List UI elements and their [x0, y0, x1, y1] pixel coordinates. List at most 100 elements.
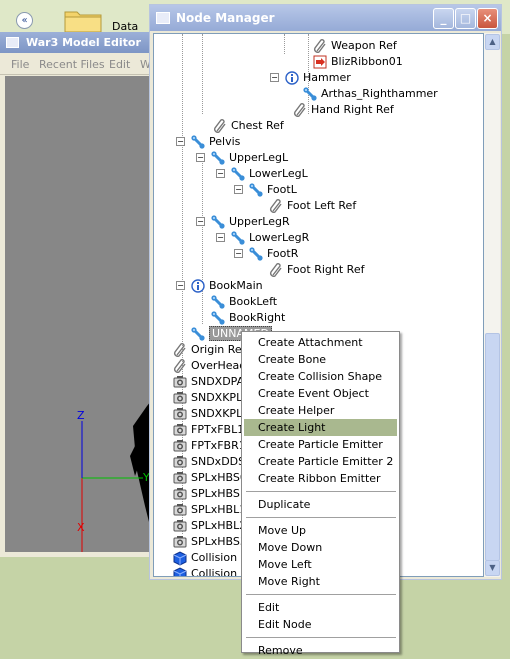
- menu-separator: [246, 517, 396, 518]
- collapse-toggle[interactable]: −: [176, 137, 185, 146]
- tree-line: [284, 34, 285, 54]
- tree-node[interactable]: Collision S: [154, 550, 483, 566]
- attachment-icon: [212, 118, 228, 134]
- tree-node[interactable]: SNDXKPL1: [154, 390, 483, 406]
- tree-node[interactable]: BookLeft: [154, 294, 483, 310]
- tree-node[interactable]: SNDXKPL2: [154, 406, 483, 422]
- attachment-icon: [292, 102, 308, 118]
- tree-node[interactable]: Weapon Ref: [154, 38, 483, 54]
- bone-icon: [190, 134, 206, 150]
- tree-node[interactable]: −BookMain: [154, 278, 483, 294]
- minimize-button[interactable]: _: [433, 8, 454, 29]
- tree-node[interactable]: SPLxHBL2: [154, 518, 483, 534]
- tree-node[interactable]: SPLxHBS0: [154, 470, 483, 486]
- tree-node[interactable]: SPLxHBS3: [154, 534, 483, 550]
- tree-node[interactable]: SNDXDPA: [154, 374, 483, 390]
- collapse-toggle[interactable]: −: [270, 73, 279, 82]
- bone-icon: [302, 86, 318, 102]
- node-manager-titlebar[interactable]: Node Manager _ □ ×: [150, 5, 501, 31]
- vertical-scrollbar[interactable]: ▲ ▼: [484, 33, 500, 577]
- tree-node[interactable]: Hand Right Ref: [154, 102, 483, 118]
- tree-node[interactable]: −Hammer: [154, 70, 483, 86]
- tree-node[interactable]: −FootL: [154, 182, 483, 198]
- tree-line: [202, 34, 203, 114]
- scroll-down-button[interactable]: ▼: [485, 560, 500, 576]
- collapse-toggle[interactable]: −: [196, 217, 205, 226]
- close-button[interactable]: ×: [477, 8, 498, 29]
- menu-item-create-light[interactable]: Create Light: [244, 419, 397, 436]
- tree-node[interactable]: Collision S: [154, 566, 483, 576]
- collapse-toggle[interactable]: −: [176, 281, 185, 290]
- menu-item-create-collision-shape[interactable]: Create Collision Shape: [258, 370, 383, 383]
- tree-node[interactable]: FPTxFBR1: [154, 438, 483, 454]
- tree-node-label: SPLxHBL2: [191, 519, 247, 532]
- editor-titlebar[interactable]: War3 Model Editor: [0, 32, 160, 53]
- tree-node-label: SPLxHBS1: [191, 487, 247, 500]
- node-manager-title: Node Manager: [176, 11, 275, 25]
- attachment-icon: [312, 38, 328, 54]
- bone-icon: [210, 214, 226, 230]
- menu-item-create-helper[interactable]: Create Helper: [258, 404, 335, 417]
- tree-node[interactable]: −UpperLegR: [154, 214, 483, 230]
- tree-node[interactable]: Chest Ref: [154, 118, 483, 134]
- tree-node[interactable]: BookRight: [154, 310, 483, 326]
- event-object-icon: [172, 502, 188, 518]
- bone-icon: [248, 182, 264, 198]
- tree-node[interactable]: Foot Right Ref: [154, 262, 483, 278]
- scroll-up-button[interactable]: ▲: [485, 34, 500, 50]
- event-object-icon: [172, 518, 188, 534]
- menu-item-move-up[interactable]: Move Up: [258, 524, 307, 537]
- tree-node[interactable]: − Pelvis: [154, 134, 483, 150]
- tree-node[interactable]: SNDxDDS: [154, 454, 483, 470]
- bone-icon: [190, 326, 206, 342]
- collapse-button[interactable]: «: [16, 12, 33, 29]
- helper-icon: [190, 278, 206, 294]
- tree-node[interactable]: BlizRibbon01: [154, 54, 483, 70]
- tree-node[interactable]: −LowerLegR: [154, 230, 483, 246]
- menu-item-duplicate[interactable]: Duplicate: [258, 498, 311, 511]
- collapse-toggle[interactable]: −: [196, 153, 205, 162]
- tree-node[interactable]: Arthas_Righthammer: [154, 86, 483, 102]
- tree-node[interactable]: Origin Ref: [154, 342, 483, 358]
- collapse-toggle[interactable]: −: [234, 185, 243, 194]
- collapse-toggle[interactable]: −: [234, 249, 243, 258]
- tree-node[interactable]: Foot Left Ref: [154, 198, 483, 214]
- collapse-toggle[interactable]: −: [216, 169, 225, 178]
- tree-node[interactable]: −FootR: [154, 246, 483, 262]
- tree-node[interactable]: SPLxHBS1: [154, 486, 483, 502]
- tree-node[interactable]: SPLxHBL1: [154, 502, 483, 518]
- tree-node-label: Pelvis: [209, 135, 241, 148]
- menu-recent-files[interactable]: Recent Files: [39, 58, 105, 71]
- collapse-toggle[interactable]: −: [216, 233, 225, 242]
- menu-item-move-left[interactable]: Move Left: [258, 558, 312, 571]
- tree-node[interactable]: FPTxFBL1: [154, 422, 483, 438]
- menu-edit[interactable]: Edit: [109, 58, 131, 71]
- menu-window[interactable]: W: [140, 58, 151, 71]
- tree-node[interactable]: OverHead: [154, 358, 483, 374]
- menu-file[interactable]: File: [11, 58, 30, 71]
- event-object-icon: [172, 438, 188, 454]
- tree-node-label: OverHead: [191, 359, 247, 372]
- window-icon: [156, 12, 170, 24]
- tree-node[interactable]: −LowerLegL: [154, 166, 483, 182]
- tree-node[interactable]: −UpperLegL: [154, 150, 483, 166]
- scroll-thumb[interactable]: [485, 333, 500, 561]
- menu-item-create-bone[interactable]: Create Bone: [258, 353, 327, 366]
- menu-item-edit-node[interactable]: Edit Node: [258, 618, 312, 631]
- 3d-viewport[interactable]: Z Y X: [5, 76, 155, 566]
- folder-icon[interactable]: [64, 8, 102, 32]
- editor-window: War3 Model Editor File Recent Files Edit…: [0, 32, 160, 566]
- menu-item-move-down[interactable]: Move Down: [258, 541, 323, 554]
- menu-item-create-ribbon-emitter[interactable]: Create Ribbon Emitter: [258, 472, 381, 485]
- menu-item-create-attachment[interactable]: Create Attachment: [258, 336, 363, 349]
- menu-item-create-event-object[interactable]: Create Event Object: [258, 387, 369, 400]
- menu-item-create-particle-emitter-2[interactable]: Create Particle Emitter 2: [258, 455, 394, 468]
- menu-item-move-right[interactable]: Move Right: [258, 575, 320, 588]
- menu-item-edit[interactable]: Edit: [258, 601, 280, 614]
- menu-item-remove[interactable]: Remove: [258, 644, 303, 657]
- maximize-button[interactable]: □: [455, 8, 476, 29]
- menu-item-create-particle-emitter[interactable]: Create Particle Emitter: [258, 438, 383, 451]
- folder-label[interactable]: Data: [112, 20, 139, 33]
